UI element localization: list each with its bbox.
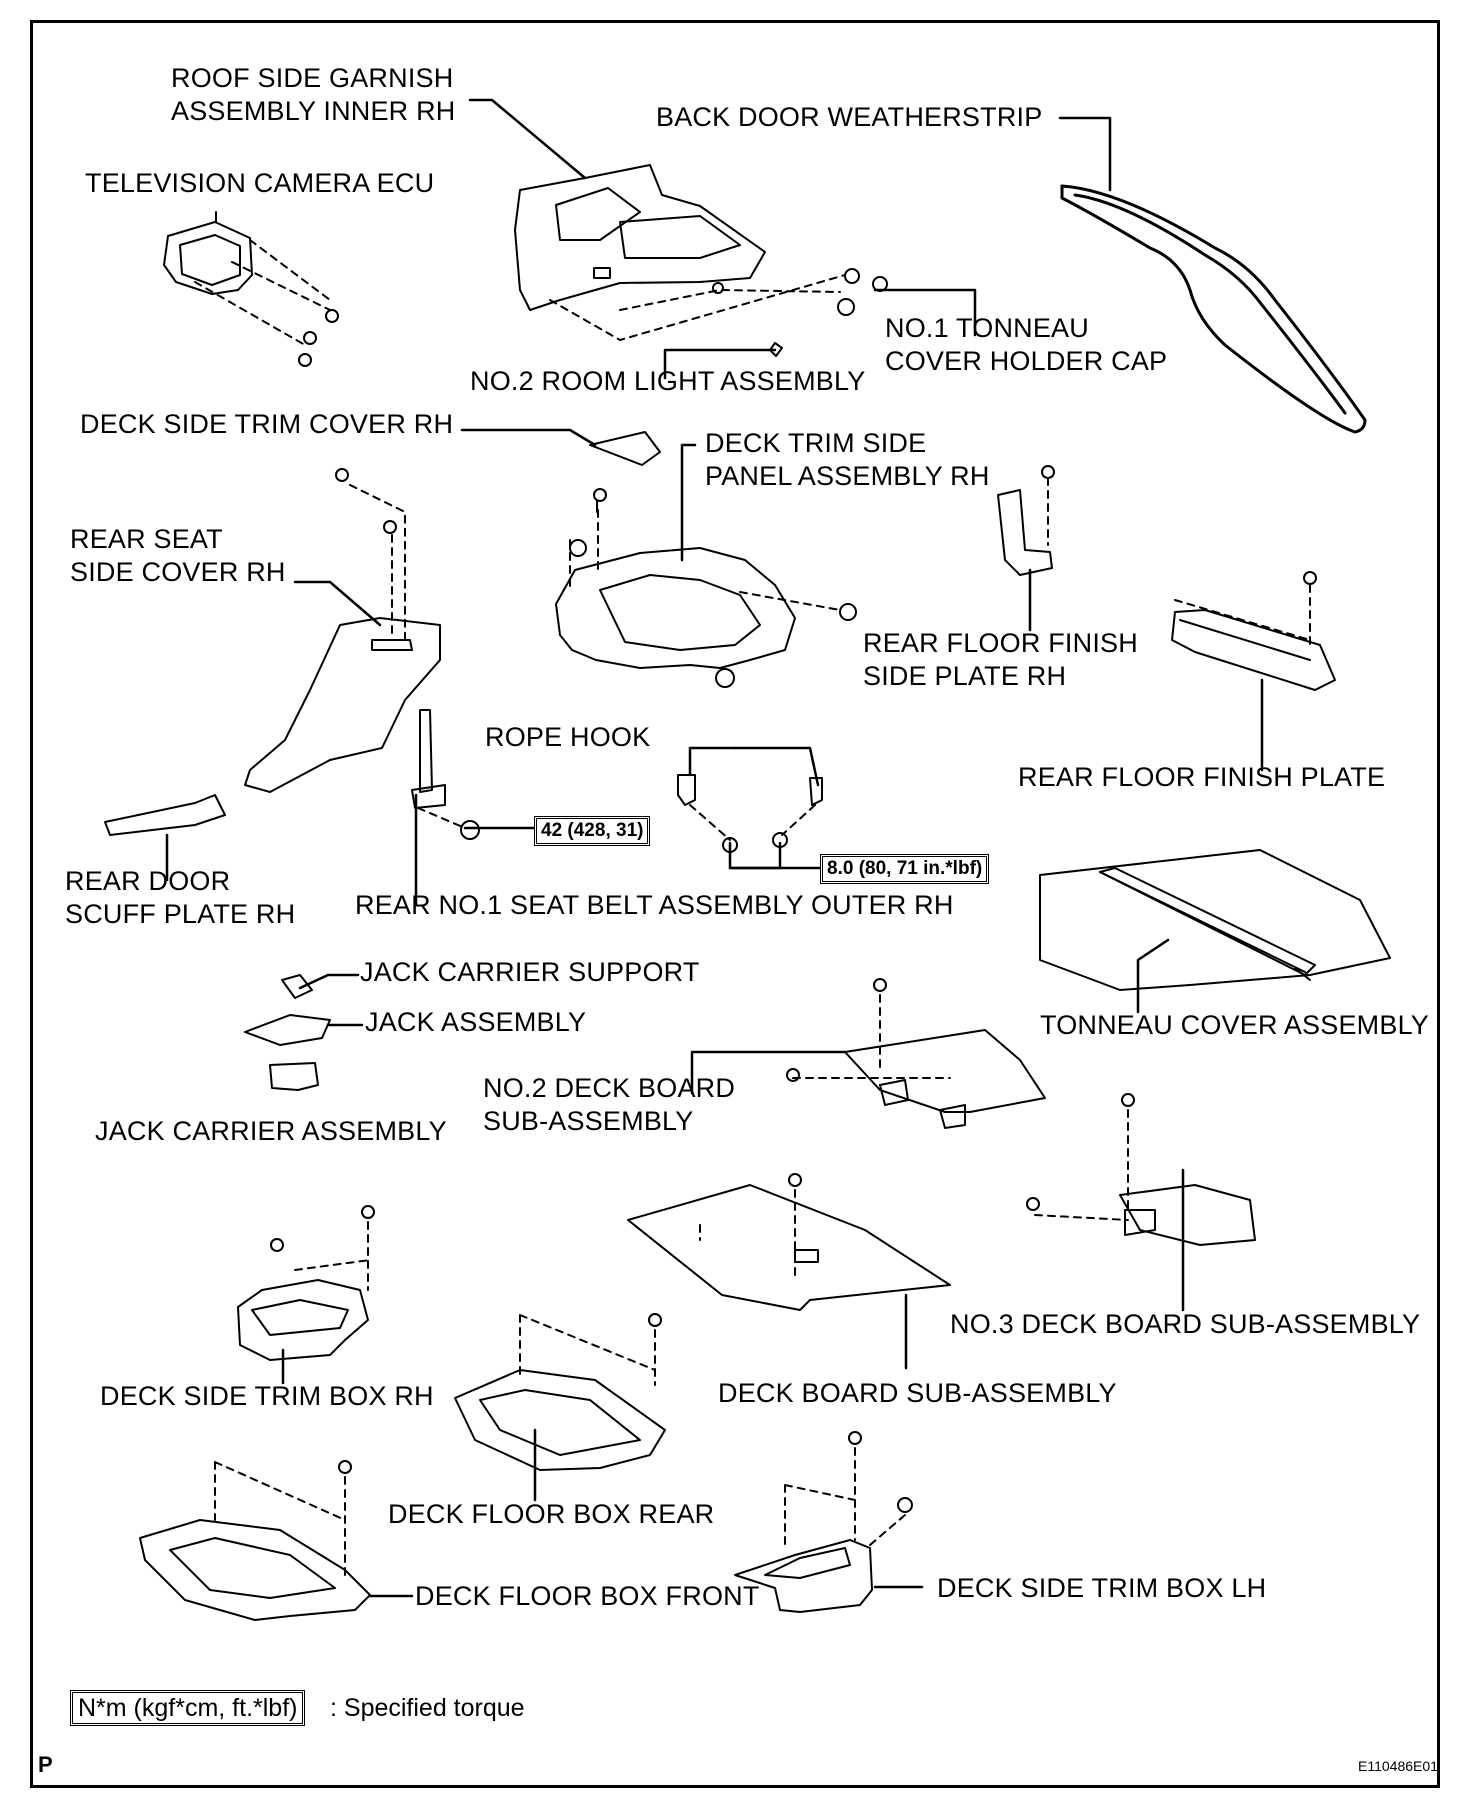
label-television-camera-ecu: TELEVISION CAMERA ECU xyxy=(85,168,435,198)
deck-side-trim-cover-drawing xyxy=(589,431,661,466)
rear-floor-finish-side-plate-drawing xyxy=(997,465,1055,576)
label-no2-deck-board: NO.2 DECK BOARD SUB-ASSEMBLY xyxy=(483,1073,736,1136)
label-rear-floor-finish-side-plate: REAR FLOOR FINISH SIDE PLATE RH xyxy=(863,628,1138,691)
diagram-frame xyxy=(30,20,1440,1788)
rear-seat-belt-drawing xyxy=(411,709,480,840)
label-deck-board-sub-assembly: DECK BOARD SUB-ASSEMBLY xyxy=(718,1378,1117,1408)
label-deck-trim-side-panel: DECK TRIM SIDE PANEL ASSEMBLY RH xyxy=(705,428,990,491)
no3-deck-board-drawing xyxy=(1026,1093,1256,1246)
roof-side-garnish-drawing xyxy=(514,164,888,357)
deck-board-drawing xyxy=(627,1173,951,1311)
rear-seat-side-cover-drawing xyxy=(244,468,441,793)
back-door-weatherstrip-drawing xyxy=(1060,184,1367,434)
torque-rope-hook: 8.0 (80, 71 in.*lbf) xyxy=(820,854,990,884)
television-camera-ecu-drawing xyxy=(163,211,339,367)
deck-floor-box-rear-drawing xyxy=(454,1313,666,1471)
label-back-door-weatherstrip: BACK DOOR WEATHERSTRIP xyxy=(656,102,1043,132)
rear-floor-finish-plate-drawing xyxy=(1171,571,1336,691)
label-deck-side-trim-box-lh: DECK SIDE TRIM BOX LH xyxy=(937,1573,1267,1603)
label-rear-seat-side-cover: REAR SEAT SIDE COVER RH xyxy=(70,524,286,587)
label-rear-door-scuff-plate: REAR DOOR SCUFF PLATE RH xyxy=(65,866,296,929)
legend-description: : Specified torque xyxy=(330,1694,525,1722)
label-no1-tonneau-cover-holder-cap: NO.1 TONNEAU COVER HOLDER CAP xyxy=(885,313,1168,376)
label-rope-hook: ROPE HOOK xyxy=(485,722,651,752)
label-jack-assembly: JACK ASSEMBLY xyxy=(365,1007,587,1037)
deck-side-trim-box-lh-drawing xyxy=(734,1431,913,1613)
label-deck-side-trim-box-rh: DECK SIDE TRIM BOX RH xyxy=(100,1381,434,1411)
deck-side-trim-box-rh-drawing xyxy=(237,1205,375,1361)
corner-letter: P xyxy=(38,1752,53,1777)
tonneau-cover-drawing xyxy=(1039,849,1391,991)
label-roof-side-garnish: ROOF SIDE GARNISH ASSEMBLY INNER RH xyxy=(171,63,456,126)
label-jack-carrier-assembly: JACK CARRIER ASSEMBLY xyxy=(95,1116,447,1146)
label-deck-floor-box-front: DECK FLOOR BOX FRONT xyxy=(415,1581,760,1611)
label-no3-deck-board: NO.3 DECK BOARD SUB-ASSEMBLY xyxy=(950,1309,1421,1339)
figure-code: E110486E01 xyxy=(1358,1758,1438,1774)
label-tonneau-cover-assembly: TONNEAU COVER ASSEMBLY xyxy=(1040,1010,1430,1040)
label-no2-room-light-assembly: NO.2 ROOM LIGHT ASSEMBLY xyxy=(470,366,866,396)
label-rear-seat-belt-assembly: REAR NO.1 SEAT BELT ASSEMBLY OUTER RH xyxy=(355,890,954,920)
torque-seat-belt: 42 (428, 31) xyxy=(534,816,651,846)
leader-lines xyxy=(165,98,1264,1598)
label-deck-side-trim-cover: DECK SIDE TRIM COVER RH xyxy=(80,409,454,439)
no2-deck-board-drawing xyxy=(786,978,1046,1129)
label-rear-floor-finish-plate: REAR FLOOR FINISH PLATE xyxy=(1018,762,1386,792)
label-deck-floor-box-rear: DECK FLOOR BOX REAR xyxy=(388,1499,715,1529)
rope-hook-drawing xyxy=(677,774,823,853)
label-jack-carrier-support: JACK CARRIER SUPPORT xyxy=(360,957,700,987)
rear-door-scuff-plate-drawing xyxy=(104,794,226,836)
deck-trim-side-panel-drawing xyxy=(555,488,857,688)
legend-torque-unit-box: N*m (kgf*cm, ft.*lbf) xyxy=(70,1690,306,1726)
jack-drawing xyxy=(244,974,331,1091)
deck-floor-box-front-drawing xyxy=(139,1460,371,1621)
